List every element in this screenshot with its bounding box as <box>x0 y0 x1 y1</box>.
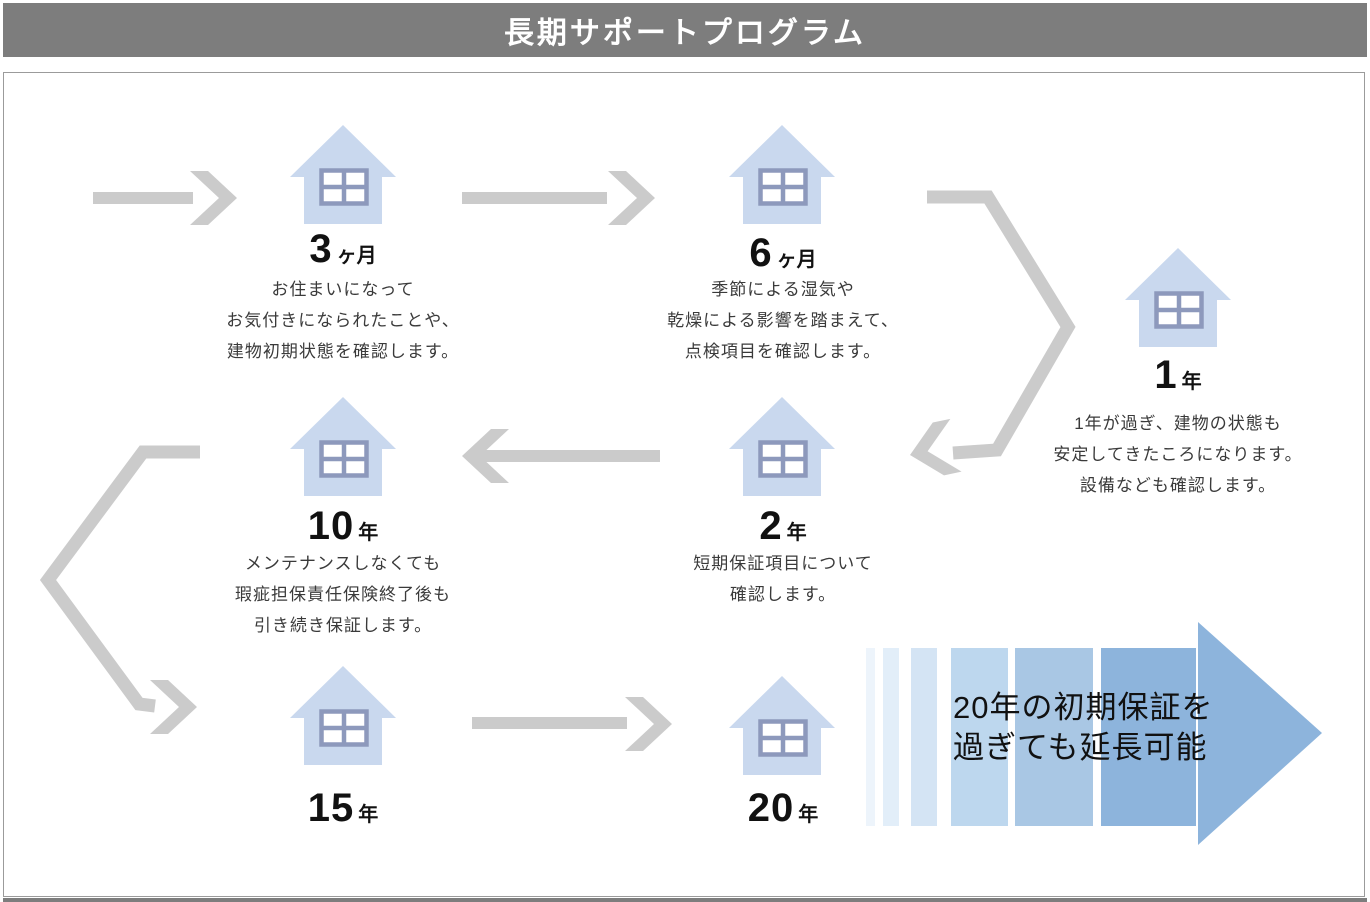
page-title: 長期サポートプログラム <box>503 17 867 50</box>
milestone-unit: 年 <box>358 522 379 544</box>
house-icon-3-months <box>290 125 396 224</box>
milestone-unit: 年 <box>358 804 379 826</box>
milestone-number: 15 <box>307 786 355 830</box>
milestone-label-20-years: 20 年 <box>748 786 819 830</box>
milestone-label-6-months: 6 ヶ月 <box>749 231 816 275</box>
house-icon-6-months <box>729 125 835 224</box>
house-icon-2-years <box>729 397 835 496</box>
milestone-desc-1-year: 1年が過ぎ、建物の状態も 安定してきたころになります。 設備なども確認します。 <box>1053 414 1303 495</box>
milestone-desc-3-months: お住まいになって お気付きになられたことや、 建物初期状態を確認します。 <box>226 280 460 361</box>
extension-arrow-label: 20年の初期保証を 過ぎても延長可能 <box>953 690 1214 765</box>
milestone-label-10-years: 10 年 <box>308 504 379 548</box>
arrow-icon-3m-to-6m <box>462 171 655 225</box>
milestone-unit: 年 <box>798 804 819 826</box>
milestone-number: 2 <box>759 504 783 548</box>
house-icon-1-year <box>1125 248 1231 347</box>
arrow-icon-10y-to-15y <box>39 445 200 734</box>
extension-arrow-icon <box>866 622 1322 845</box>
flow-arrows <box>39 171 1076 751</box>
milestone-label-15-years: 15 年 <box>308 786 379 830</box>
milestone-label-2-years: 2 年 <box>759 504 806 548</box>
extension-arrowhead <box>1198 622 1322 845</box>
arrow-icon-6m-to-2y <box>910 190 1076 476</box>
milestone-desc-2-years: 短期保証項目について 確認します。 <box>693 554 873 604</box>
house-icon-15-years <box>290 666 396 765</box>
milestone-number: 1 <box>1154 353 1178 397</box>
header-bar: 長期サポートプログラム <box>3 3 1367 57</box>
milestone-desc-6-months: 季節による湿気や 乾燥による影響を踏まえて、 点検項目を確認します。 <box>667 280 899 361</box>
milestone-number: 3 <box>309 227 333 271</box>
house-icon-10-years <box>290 397 396 496</box>
arrow-icon-2y-to-10y <box>462 429 660 483</box>
milestone-number: 6 <box>749 231 773 275</box>
support-program-diagram <box>39 72 1322 845</box>
milestone-label-1-year: 1 年 <box>1154 353 1201 397</box>
bottom-divider <box>3 898 1367 902</box>
milestone-number: 10 <box>307 504 355 548</box>
milestone-unit: ヶ月 <box>336 245 377 267</box>
milestone-unit: 年 <box>786 522 807 544</box>
arrow-icon-start <box>93 171 237 225</box>
milestone-label-3-months: 3 ヶ月 <box>309 227 376 271</box>
milestone-desc-10-years: メンテナンスしなくても 瑕疵担保責任保険終了後も 引き続き保証します。 <box>235 554 451 635</box>
milestone-unit: 年 <box>1181 371 1202 393</box>
arrow-icon-15y-to-20y <box>472 697 672 751</box>
house-icon-20-years <box>729 676 835 775</box>
milestone-unit: ヶ月 <box>776 249 817 271</box>
milestone-number: 20 <box>747 786 795 830</box>
